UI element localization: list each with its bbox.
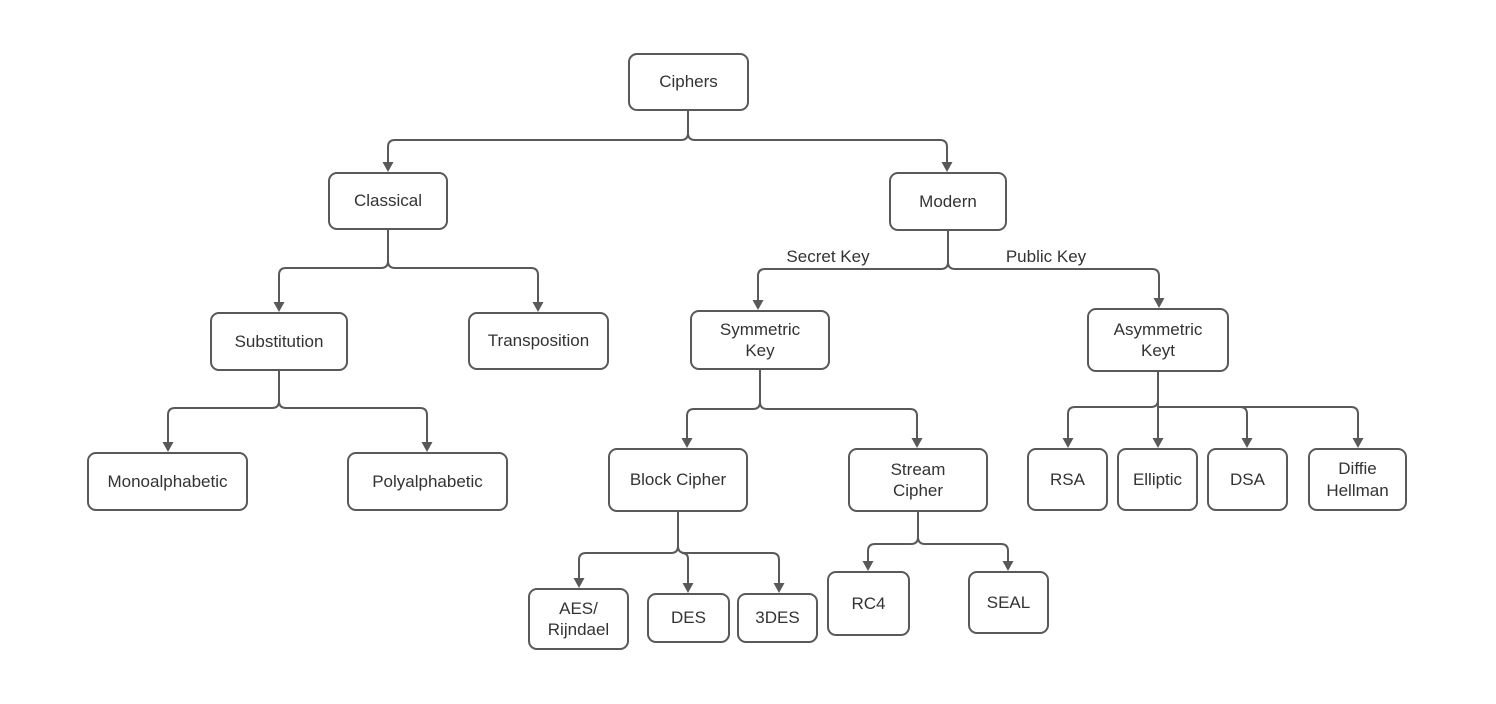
node-monoalphabetic: Monoalphabetic bbox=[87, 452, 248, 511]
edge-block-aes bbox=[578, 512, 679, 578]
node-seal: SEAL bbox=[968, 571, 1049, 634]
edge-asymmetric-rsa bbox=[1067, 399, 1159, 438]
node-elliptic: Elliptic bbox=[1117, 448, 1198, 511]
edge-substitution-polyalphabetic bbox=[278, 400, 428, 442]
node-aes-rijndael: AES/ Rijndael bbox=[528, 588, 629, 650]
arrowhead-diffie-hellman bbox=[1352, 438, 1364, 448]
node-asymmetric-keyt: Asymmetric Keyt bbox=[1087, 308, 1229, 372]
node-substitution: Substitution bbox=[210, 312, 348, 371]
arrowhead-dsa bbox=[1241, 438, 1253, 448]
arrowhead-seal bbox=[1002, 561, 1014, 571]
node-rsa: RSA bbox=[1027, 448, 1108, 511]
node-diffie-hellman: Diffie Hellman bbox=[1308, 448, 1407, 511]
edge-label-public-key: Public Key bbox=[1005, 247, 1087, 266]
arrowhead-monoalphabetic bbox=[162, 442, 174, 452]
arrowhead-classical bbox=[382, 162, 394, 172]
arrowhead-des bbox=[682, 583, 694, 593]
arrowhead-rsa bbox=[1062, 438, 1074, 448]
node-stream-cipher: Stream Cipher bbox=[848, 448, 988, 512]
node-des: DES bbox=[647, 593, 730, 643]
arrowhead-asymmetric-keyt bbox=[1153, 298, 1165, 308]
edge-asymmetric-dsa bbox=[1158, 406, 1248, 438]
arrowhead-polyalphabetic bbox=[421, 442, 433, 452]
node-block-cipher: Block Cipher bbox=[608, 448, 748, 512]
edge-symmetric-block bbox=[686, 370, 761, 438]
edge-symmetric-stream bbox=[759, 401, 918, 438]
node-ciphers: Ciphers bbox=[628, 53, 749, 111]
arrowhead-substitution bbox=[273, 302, 285, 312]
edge-ciphers-classical bbox=[387, 111, 689, 162]
node-modern: Modern bbox=[889, 172, 1007, 231]
edge-stream-rc4 bbox=[867, 512, 919, 561]
edge-ciphers-modern bbox=[687, 132, 948, 162]
arrowhead-stream-cipher bbox=[911, 438, 923, 448]
edge-modern-asymmetric bbox=[947, 261, 1160, 298]
edge-stream-seal bbox=[917, 536, 1009, 561]
node-polyalphabetic: Polyalphabetic bbox=[347, 452, 508, 511]
edge-block-3des bbox=[677, 545, 780, 583]
node-rc4: RC4 bbox=[827, 571, 910, 636]
node-dsa: DSA bbox=[1207, 448, 1288, 511]
node-symmetric-key: Symmetric Key bbox=[690, 310, 830, 370]
edge-classical-transposition bbox=[387, 260, 539, 302]
arrowhead-aes-rijndael bbox=[573, 578, 585, 588]
arrowhead-rc4 bbox=[862, 561, 874, 571]
edge-block-des bbox=[681, 552, 689, 583]
arrowhead-3des bbox=[773, 583, 785, 593]
node-classical: Classical bbox=[328, 172, 448, 230]
edge-label-secret-key: Secret Key bbox=[786, 247, 870, 266]
arrowhead-block-cipher bbox=[681, 438, 693, 448]
node-transposition: Transposition bbox=[468, 312, 609, 370]
edge-asymmetric-diffie bbox=[1158, 406, 1359, 438]
edge-substitution-monoalphabetic bbox=[167, 371, 280, 442]
arrowhead-elliptic bbox=[1152, 438, 1164, 448]
arrowhead-modern bbox=[941, 162, 953, 172]
node-3des: 3DES bbox=[737, 593, 818, 643]
arrowhead-transposition bbox=[532, 302, 544, 312]
edge-classical-substitution bbox=[278, 230, 389, 302]
arrowhead-symmetric-key bbox=[752, 300, 764, 310]
